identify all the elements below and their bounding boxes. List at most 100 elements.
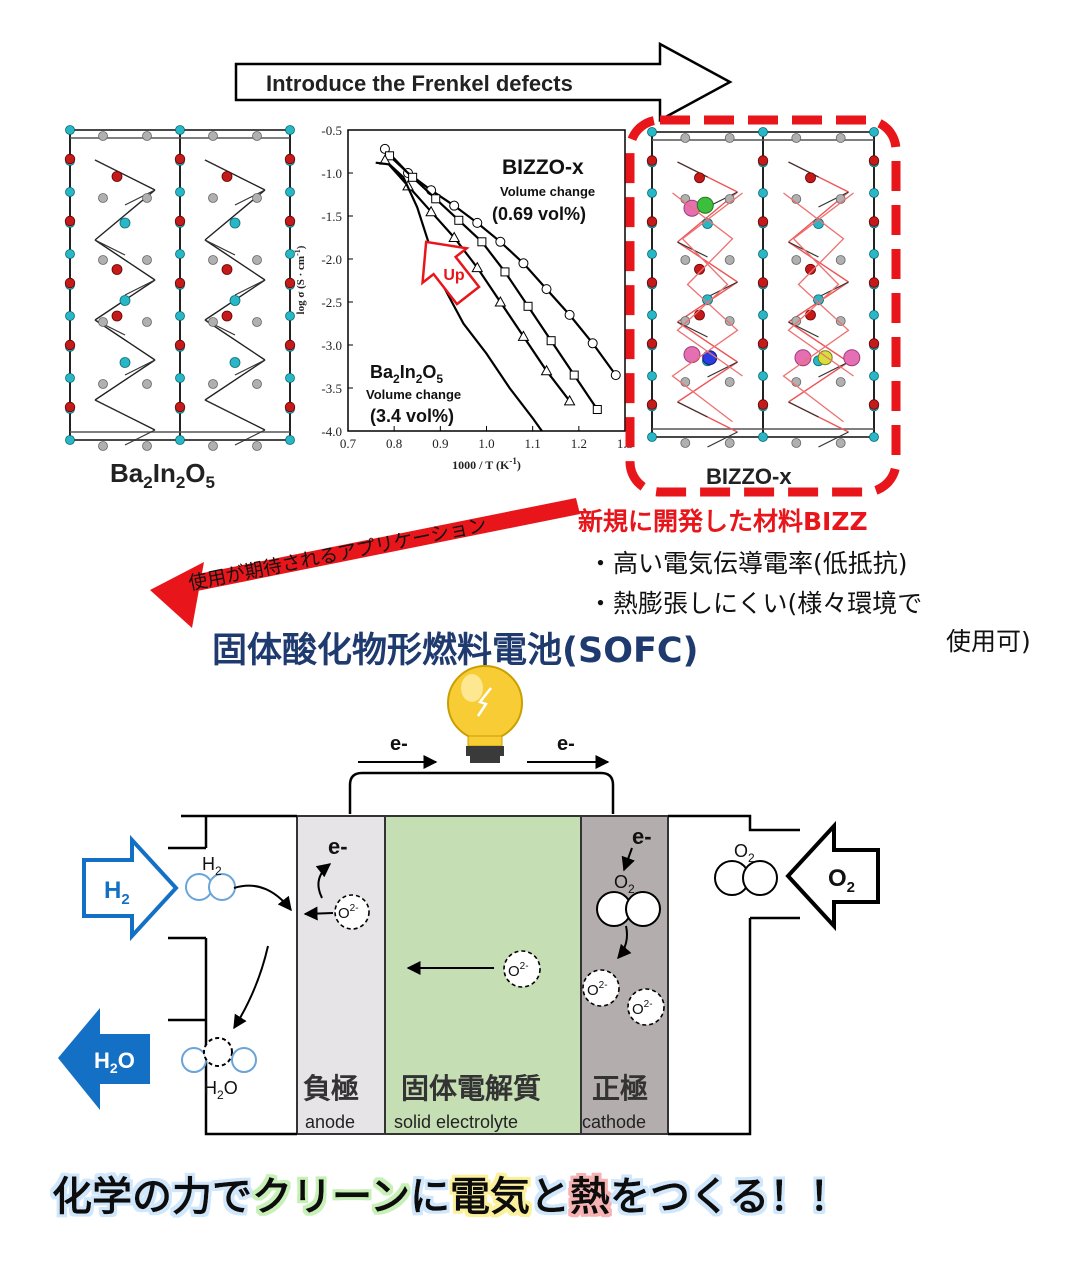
barium-atom (758, 127, 768, 137)
barium-atom (229, 357, 241, 368)
cathode-ion-1-label: O2- (587, 980, 608, 999)
h2o-outlet-arrow (58, 1008, 150, 1110)
indium-atom (252, 255, 262, 265)
polyhedron-edge (787, 192, 854, 377)
oxygen-atom (868, 155, 880, 166)
barium-atom (813, 294, 824, 306)
crystal-left-label: Ba2In2O5 (110, 458, 215, 492)
data-point (494, 295, 507, 307)
y-tick-label: -1.0 (321, 166, 342, 181)
barium-atom (647, 188, 657, 198)
oxygen-atom (646, 277, 658, 288)
indium-atom (142, 193, 152, 203)
indium-atom (98, 193, 108, 203)
oxygen-atom (64, 401, 76, 413)
bond (818, 361, 849, 378)
slogan-part-7: をつくる！！ (610, 1174, 849, 1220)
oxygen-atom (868, 338, 880, 349)
slogan-part-5: と (530, 1174, 570, 1220)
bond (204, 359, 266, 401)
application-arrow: 使用が期待されるアプリケーション (150, 498, 580, 628)
cathode-ion-2-label: O2- (632, 999, 653, 1018)
oxygen-atom (694, 263, 705, 275)
data-point (564, 309, 575, 320)
oxygen-atom (805, 309, 816, 321)
indium-atom (208, 131, 218, 141)
indium-atom (680, 316, 691, 326)
o2-atom-2 (742, 860, 778, 896)
barium-atom (869, 432, 879, 442)
barium-atom (229, 295, 241, 306)
dopant-atom (794, 349, 812, 367)
electrolyte-label-ja: 固体電解質 (401, 1072, 541, 1105)
indium-atom (142, 255, 152, 265)
oxygen-atom (221, 310, 233, 322)
cathode-electron-label: e- (632, 824, 652, 849)
x-tick-label: 1.1 (525, 436, 541, 451)
oxygen-atom (757, 399, 769, 410)
oxygen-atom (757, 155, 769, 166)
h2-inlet-label: H2 (104, 877, 130, 908)
y-tick-label: -4.0 (321, 424, 342, 439)
indium-atom (98, 255, 108, 265)
bond (677, 361, 738, 403)
h2-flow-arrow (233, 884, 292, 912)
barium-atom (758, 432, 768, 442)
data-point (518, 258, 529, 269)
indium-atom (142, 379, 152, 389)
oxygen-atom (64, 339, 76, 351)
data-point (379, 143, 390, 154)
indium-atom (208, 441, 218, 451)
barium-atom (65, 435, 75, 445)
annotation-bizzo-volume: Volume change (500, 184, 595, 199)
barium-atom (175, 435, 185, 445)
oxygen-atom (757, 277, 769, 288)
electron-label-left: e- (390, 733, 408, 755)
indium-atom (142, 131, 152, 141)
up-arrow-shape (421, 240, 481, 306)
oxygen-atom (284, 277, 296, 289)
bond (788, 401, 819, 418)
data-point (563, 394, 576, 406)
data-point (477, 237, 487, 247)
slogan-part-6: 熱 (570, 1174, 610, 1220)
data-point (408, 172, 418, 182)
cathode-dissociation-arrow (617, 925, 632, 960)
bond (677, 401, 708, 418)
bond (234, 429, 266, 446)
y-tick-label: -2.5 (321, 295, 342, 310)
indium-atom (835, 133, 846, 143)
barium-atom (285, 311, 295, 321)
bond (677, 321, 738, 363)
data-point (610, 370, 621, 381)
data-point (540, 364, 553, 376)
oxygen-atom (694, 309, 705, 321)
data-point (587, 338, 598, 349)
indium-atom (724, 377, 735, 387)
data-point (448, 231, 461, 242)
barium-atom (65, 373, 75, 383)
introduce-arrow: Introduce the Frenkel defects (234, 41, 733, 123)
cathode-electron-arrow (621, 847, 635, 872)
oxygen-atom (174, 401, 186, 413)
indium-atom (835, 316, 846, 326)
barium-atom (869, 127, 879, 137)
barium-atom (285, 187, 295, 197)
data-point (541, 284, 552, 295)
data-point (449, 200, 460, 211)
barium-atom (65, 249, 75, 259)
bond (818, 431, 849, 448)
barium-atom (119, 357, 131, 368)
annotation-bizzo-title: BIZZO-x (502, 156, 584, 179)
x-axis-label: 1000 / T (K-1) (452, 456, 521, 472)
indium-atom (680, 255, 691, 265)
o2-molecule-label: O2 (734, 841, 755, 865)
oxygen-atom (284, 401, 296, 413)
cathode-oxide-ion-1 (582, 969, 620, 1007)
x-tick-label: 0.8 (386, 436, 402, 451)
polyhedron-edge (671, 192, 739, 423)
bond (788, 321, 849, 363)
series-line-1 (388, 154, 599, 411)
introduce-arrow-label: Introduce the Frenkel defects (266, 71, 573, 96)
